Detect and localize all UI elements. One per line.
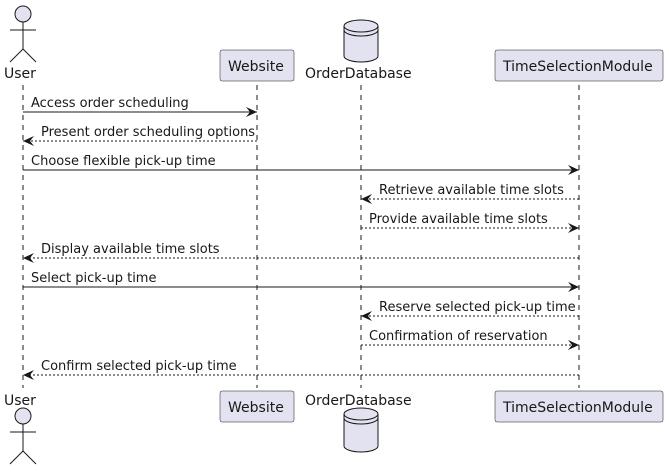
message-label: Retrieve available time slots	[379, 183, 564, 198]
actor-icon	[9, 5, 37, 63]
lifelines	[22, 85, 580, 388]
database-orderdatabase-bottom: OrderDatabase	[305, 393, 412, 453]
participant-website-bottom: Website	[219, 390, 295, 423]
actor-user-top: User	[4, 5, 37, 82]
participant-label-website: Website	[228, 400, 284, 416]
participants-top: User Website OrderDatabase TimeSelection…	[4, 5, 664, 82]
participant-label-orderdatabase: OrderDatabase	[305, 393, 412, 409]
participant-label-user: User	[4, 66, 36, 82]
message-label: Reserve selected pick-up time	[379, 300, 576, 315]
message-label: Display available time slots	[41, 242, 220, 257]
message-label: Select pick-up time	[31, 271, 156, 286]
message-label: Provide available time slots	[369, 212, 548, 227]
message-label: Confirmation of reservation	[369, 329, 548, 344]
message-label: Present order scheduling options	[41, 125, 255, 140]
message-label: Choose flexible pick-up time	[31, 154, 216, 169]
participant-label-timeselectionmodule: TimeSelectionModule	[502, 59, 653, 75]
participant-label-timeselectionmodule: TimeSelectionModule	[502, 400, 653, 416]
participants-bottom: User Website OrderDatabase	[4, 390, 664, 465]
database-icon	[343, 19, 379, 63]
messages: Access order scheduling Present order sc…	[23, 96, 579, 380]
database-icon	[343, 407, 379, 453]
participant-timeselectionmodule-top: TimeSelectionModule	[494, 49, 664, 82]
participant-timeselectionmodule-bottom: TimeSelectionModule	[494, 390, 664, 423]
participant-label-user: User	[4, 393, 36, 409]
participant-label-orderdatabase: OrderDatabase	[305, 66, 412, 82]
message-label: Access order scheduling	[31, 96, 189, 111]
actor-user-bottom: User	[4, 393, 37, 465]
participant-label-website: Website	[228, 59, 284, 75]
participant-website-top: Website	[219, 49, 295, 82]
message-label: Confirm selected pick-up time	[41, 359, 237, 374]
database-orderdatabase-top: OrderDatabase	[305, 19, 412, 82]
actor-icon	[9, 407, 37, 465]
